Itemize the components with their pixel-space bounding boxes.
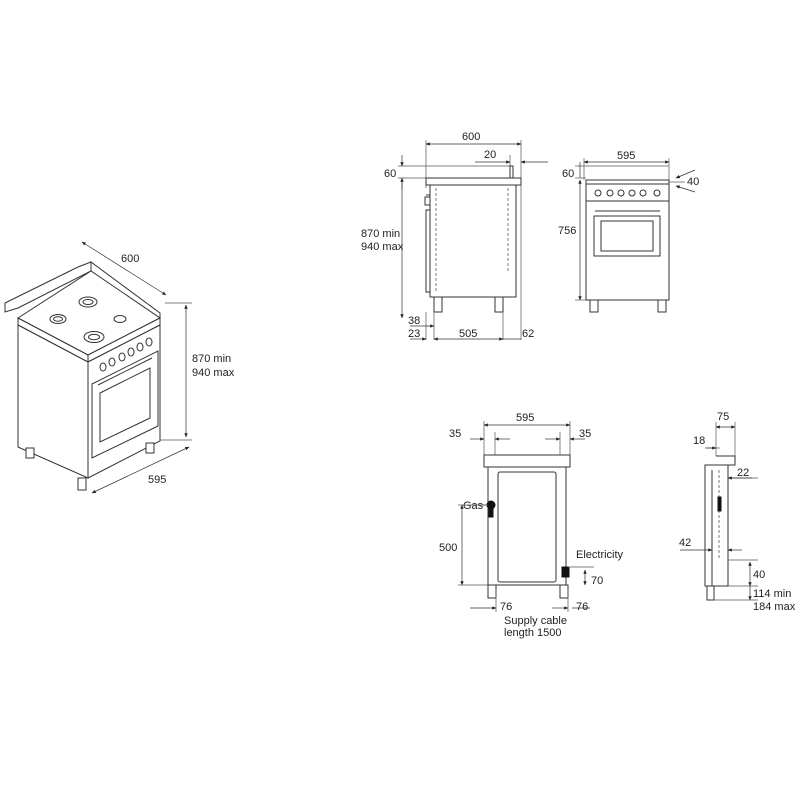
knob-icon — [639, 189, 647, 197]
front-oven-window — [600, 220, 654, 252]
burner-front-right-cap — [88, 333, 100, 341]
front-view: 595 60 40 756 — [558, 150, 699, 313]
front-body-height: 756 — [558, 225, 576, 237]
knob-icon — [617, 189, 625, 197]
front-40-dim-a — [675, 169, 696, 179]
conn-left-margin: 35 — [449, 428, 461, 440]
front-knobs — [594, 189, 661, 197]
iso-oven-door — [91, 350, 159, 459]
burner-rear-left — [78, 296, 98, 308]
side-body — [429, 184, 517, 298]
knob-icon — [145, 337, 153, 347]
connection-view: 595 35 35 Gas 500 Electricity 70 76 — [439, 412, 624, 639]
front-panel-offset: 40 — [687, 176, 699, 188]
burner-front-left-cap — [53, 316, 63, 322]
conn-body — [487, 466, 567, 586]
side-backguard-height: 60 — [384, 168, 396, 180]
conn-left-foot: 76 — [500, 601, 512, 613]
side-view: 600 20 60 870 min 940 max 38 23 — [361, 131, 548, 341]
gas-height: 500 — [439, 542, 457, 554]
prof-leg — [706, 585, 715, 601]
conn-back-panel — [497, 471, 557, 583]
conn-top — [483, 454, 571, 468]
conn-right-foot: 76 — [576, 601, 588, 613]
side-height-max: 940 max — [361, 241, 404, 253]
knob-icon — [127, 347, 135, 357]
side-foot-rear — [494, 296, 504, 313]
side-height-min: 870 min — [361, 228, 400, 240]
iso-foot — [25, 447, 35, 459]
iso-oven-window — [99, 367, 151, 443]
front-oven-frame — [593, 215, 661, 257]
prof-connector-icon — [717, 496, 722, 512]
side-foot-b: 23 — [408, 328, 420, 340]
side-foot-a: 38 — [408, 315, 420, 327]
gas-pipe — [488, 504, 494, 518]
conn-width-label: 595 — [516, 412, 534, 424]
burner-rear-right — [113, 315, 127, 323]
knob-icon — [99, 362, 107, 372]
knob-icon — [628, 189, 636, 197]
side-foot-front — [433, 296, 443, 313]
iso-depth-label: 600 — [121, 253, 139, 265]
burner-front-left — [49, 314, 67, 324]
electricity-socket-icon — [561, 566, 570, 578]
knob-icon — [136, 342, 144, 352]
prof-body — [704, 464, 729, 587]
knob-icon — [108, 357, 116, 367]
prof-inner-offset: 22 — [737, 467, 749, 479]
burner-front-right — [83, 331, 105, 343]
front-40-dim-b — [675, 185, 696, 193]
front-foot-right — [657, 299, 667, 313]
iso-foot — [145, 442, 155, 454]
prof-leg-min: 114 min — [753, 588, 791, 600]
iso-height-min: 870 min — [192, 353, 231, 365]
prof-back-offset: 18 — [693, 435, 705, 447]
conn-foot-left — [487, 584, 497, 599]
side-foot-spacing: 505 — [459, 328, 477, 340]
knob-icon — [594, 189, 602, 197]
front-backguard-height: 60 — [562, 168, 574, 180]
side-rear-offset: 62 — [522, 328, 534, 340]
iso-foot — [77, 477, 87, 491]
gas-label: Gas — [463, 500, 484, 512]
conn-foot-right — [559, 584, 569, 599]
isometric-view: 600 870 min 940 max 595 — [4, 241, 235, 494]
profile-view: 75 18 22 42 40 114 min 184 max — [679, 411, 796, 613]
knob-icon — [606, 189, 614, 197]
cable-label-line2: length 1500 — [504, 627, 562, 639]
electricity-height: 70 — [591, 575, 603, 587]
side-depth-label: 600 — [462, 131, 480, 143]
iso-width-dim — [91, 446, 190, 494]
side-hob — [425, 177, 522, 186]
prof-side-offset: 42 — [679, 537, 691, 549]
electricity-label: Electricity — [576, 549, 624, 561]
side-backguard-offset: 20 — [484, 149, 496, 161]
knob-icon — [653, 189, 661, 197]
iso-width-label: 595 — [148, 474, 166, 486]
cable-label-line1: Supply cable — [504, 615, 567, 627]
front-control-panel — [585, 183, 670, 202]
conn-right-margin: 35 — [579, 428, 591, 440]
iso-depth-dim — [81, 241, 167, 296]
iso-knobs — [99, 337, 153, 372]
burner-rear-left-cap — [82, 299, 94, 305]
front-foot-left — [589, 299, 599, 313]
iso-oven-handle — [97, 357, 153, 386]
prof-plinth: 40 — [753, 569, 765, 581]
prof-top-depth: 75 — [717, 411, 729, 423]
iso-height-max: 940 max — [192, 367, 235, 379]
side-knob — [424, 196, 431, 206]
knob-icon — [118, 352, 126, 362]
prof-leg-max: 184 max — [753, 601, 796, 613]
side-door — [425, 209, 431, 293]
front-width-label: 595 — [617, 150, 635, 162]
